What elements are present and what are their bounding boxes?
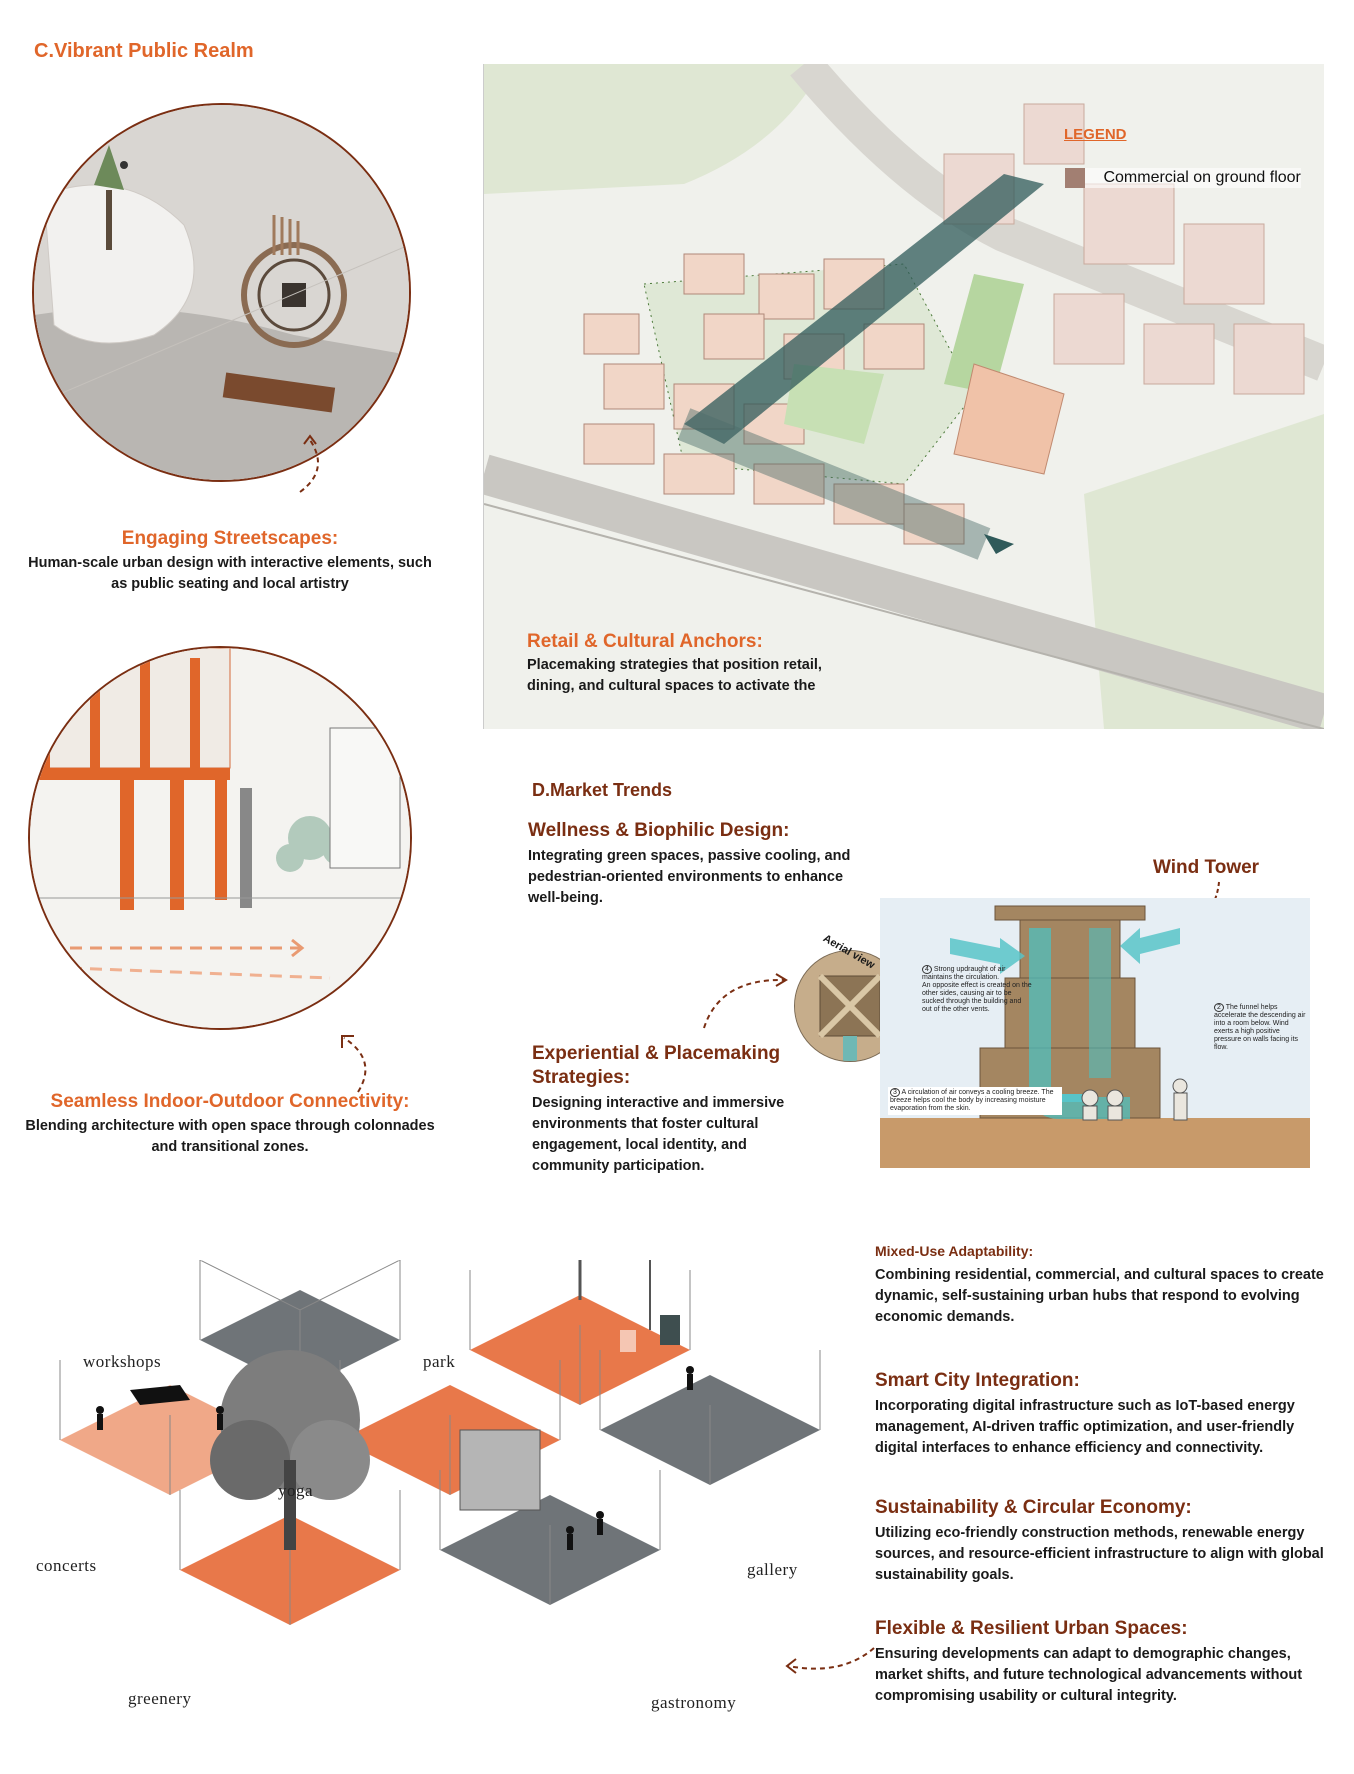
note-1-line-b: An opposite effect is created on the oth… <box>922 982 1032 1013</box>
note-1: 4 Strong updraught of air maintains the … <box>922 965 1032 1014</box>
streetscape-photo <box>32 103 411 482</box>
note-3-number: 3 <box>890 1088 900 1097</box>
experiential-heading: Experiential & Placemaking Strategies: <box>532 1043 781 1088</box>
label-gastronomy: gastronomy <box>651 1693 737 1712</box>
engaging-body: Human-scale urban design with interactiv… <box>28 555 432 592</box>
label-yoga: yoga <box>278 1481 314 1500</box>
note-1-number: 4 <box>922 965 932 974</box>
label-greenery: greenery <box>128 1689 192 1708</box>
wind-tower-diagram <box>880 898 1310 1168</box>
label-concerts: concerts <box>36 1556 97 1575</box>
site-plan-map <box>483 64 1324 729</box>
colonnade-sketch <box>28 646 412 1030</box>
section-c-title: C.Vibrant Public Realm <box>34 40 254 62</box>
program-isometric-diagram <box>40 1260 830 1760</box>
smart-city-body: Incorporating digital infrastructure suc… <box>875 1398 1295 1456</box>
mixed-use-heading: Mixed-Use Adaptability: <box>875 1243 1034 1259</box>
note-3-text: A circulation of air conveys a cooling b… <box>890 1089 1054 1112</box>
note-3: 3 A circulation of air conveys a cooling… <box>888 1087 1062 1115</box>
wind-tower-title: Wind Tower <box>1153 857 1260 878</box>
seamless-heading: Seamless Indoor-Outdoor Connectivity: <box>50 1091 410 1112</box>
label-workshops: workshops <box>83 1352 162 1371</box>
engaging-heading: Engaging Streetscapes: <box>121 528 339 549</box>
sustainability-body: Utilizing eco-friendly construction meth… <box>875 1525 1324 1583</box>
seamless-body: Blending architecture with open space th… <box>25 1118 435 1155</box>
mixed-use-body: Combining residential, commercial, and c… <box>875 1267 1324 1325</box>
label-park: park <box>423 1352 456 1371</box>
note-2-text: The funnel helps accelerate the descendi… <box>1214 1004 1306 1051</box>
flexible-body: Ensuring developments can adapt to demog… <box>875 1646 1303 1704</box>
legend-title: LEGEND <box>1064 126 1127 143</box>
retail-body: Placemaking strategies that position ret… <box>527 657 822 694</box>
wellness-heading: Wellness & Biophilic Design: <box>528 820 790 841</box>
legend-item: Commercial on ground floor <box>1065 168 1301 188</box>
legend-swatch <box>1065 168 1085 188</box>
note-2-number: 2 <box>1214 1003 1224 1012</box>
note-1-line-a: Strong updraught of air maintains the ci… <box>922 966 1006 981</box>
legend-item-label: Commercial on ground floor <box>1103 169 1301 187</box>
section-d-title: D.Market Trends <box>532 780 673 800</box>
curved-arrow-3 <box>703 973 788 1029</box>
smart-city-heading: Smart City Integration: <box>875 1370 1080 1391</box>
wellness-body: Integrating green spaces, passive coolin… <box>528 848 851 906</box>
curved-arrow-2 <box>341 1035 367 1093</box>
sustainability-heading: Sustainability & Circular Economy: <box>875 1497 1192 1518</box>
label-gallery: gallery <box>747 1560 798 1579</box>
flexible-heading: Flexible & Resilient Urban Spaces: <box>875 1618 1188 1639</box>
curved-arrow-1 <box>299 434 319 493</box>
retail-heading: Retail & Cultural Anchors: <box>527 631 763 652</box>
curved-arrow-4 <box>785 1647 875 1674</box>
experiential-body: Designing interactive and immersive envi… <box>532 1095 785 1174</box>
note-2: 2 The funnel helps accelerate the descen… <box>1214 1003 1306 1052</box>
